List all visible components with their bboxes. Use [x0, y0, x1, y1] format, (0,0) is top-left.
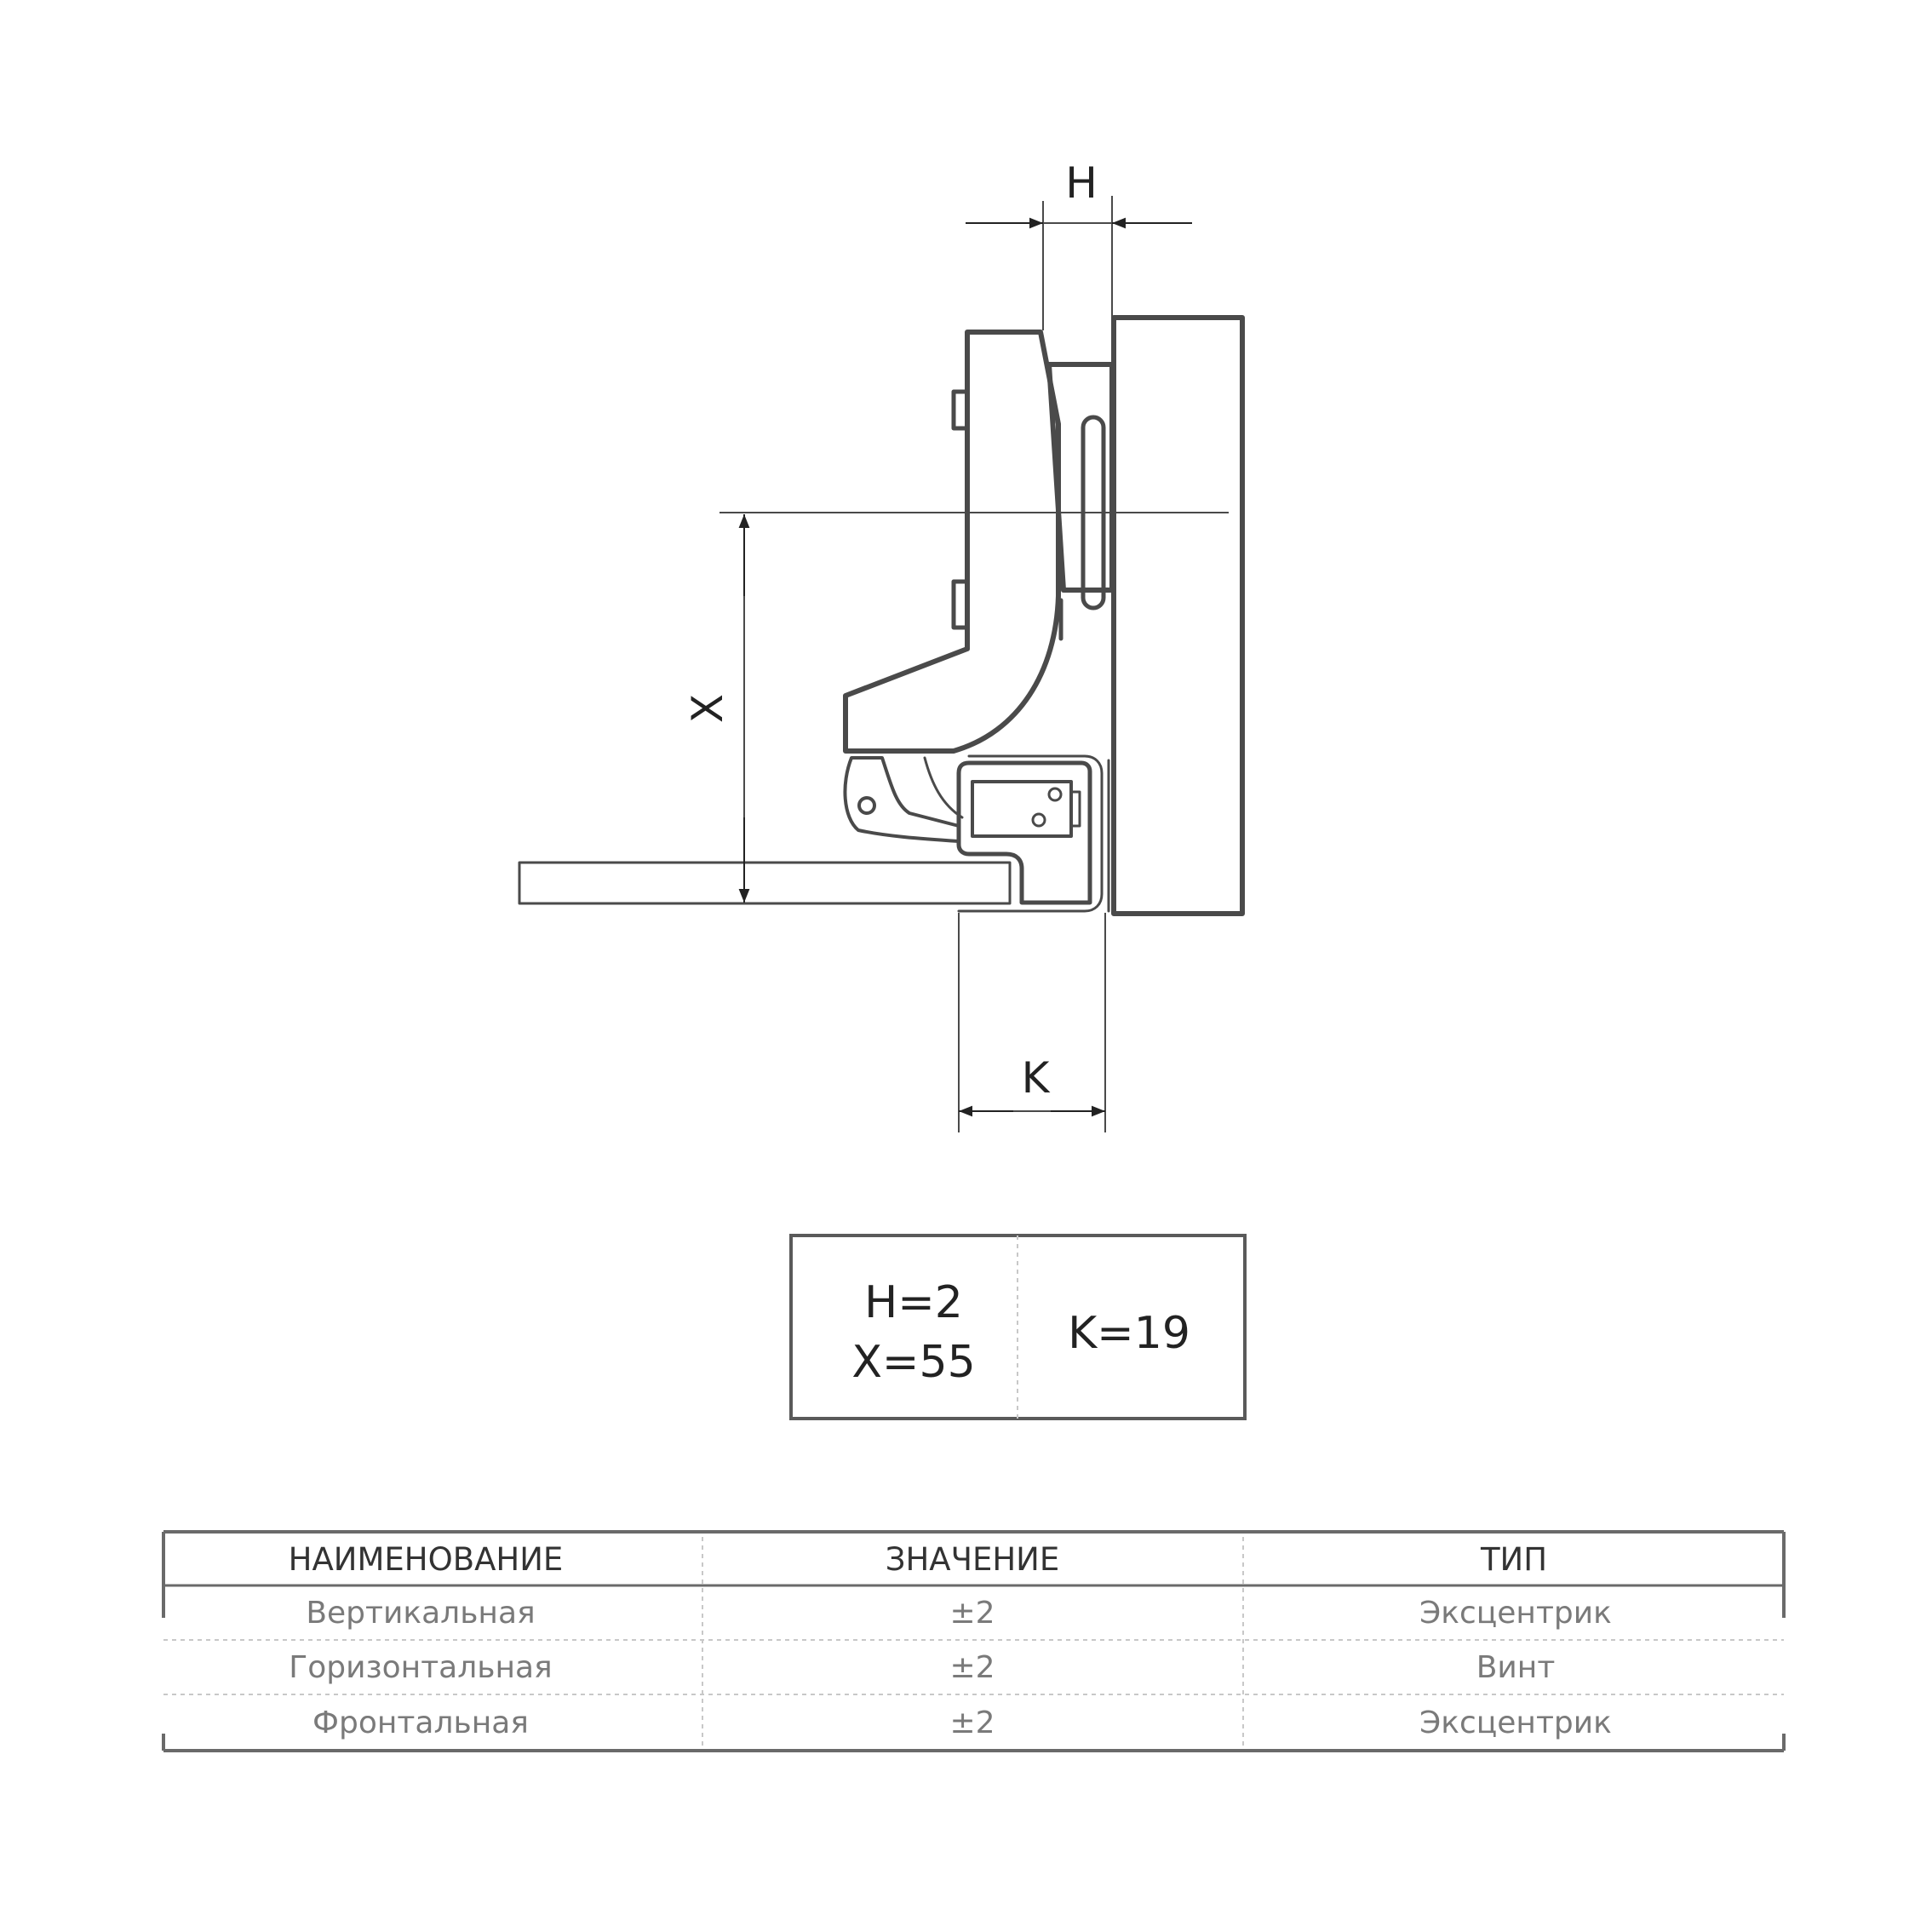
table-header-name: НАИМЕНОВАНИЕ [289, 1541, 564, 1578]
mounting-plate-outer [957, 754, 1104, 913]
x-dimension-label: X [683, 694, 732, 723]
knuckle-link [923, 756, 964, 819]
table-header-value: ЗНАЧЕНИЕ [886, 1541, 1059, 1578]
table-cell-row3-type: Эксцентрик [1419, 1706, 1612, 1740]
knuckle-pin [857, 796, 876, 815]
x-value: X=55 [851, 1337, 975, 1388]
table-cell-row3-value: ±2 [949, 1706, 995, 1740]
k-value: K=19 [1068, 1308, 1190, 1359]
table-cell-row1-value: ±2 [949, 1596, 995, 1631]
hinge-arm [843, 330, 1061, 754]
screw-hole-1 [1047, 787, 1063, 802]
arm-tab-top [951, 389, 970, 431]
cabinet-side-wall [518, 861, 1012, 905]
adjustment-table: НАИМЕНОВАНИЕ ЗНАЧЕНИЕ ТИП Вертикальная ±… [162, 1530, 1786, 1752]
mounting-plate [956, 760, 1092, 905]
door-panel [1111, 315, 1245, 916]
k-dimension-label: K [1022, 1053, 1051, 1103]
table-cell-row1-name: Вертикальная [306, 1596, 535, 1631]
block-nub [1069, 790, 1081, 828]
hinge-knuckle [843, 756, 960, 843]
arm-tab-bottom [951, 579, 970, 630]
h-value: H=2 [864, 1277, 963, 1328]
table-cell-row2-type: Винт [1476, 1650, 1556, 1685]
table-header-type: ТИП [1480, 1541, 1547, 1578]
table-cell-row2-value: ±2 [949, 1650, 995, 1685]
table-cell-row1-type: Эксцентрик [1419, 1596, 1612, 1631]
table-cell-row2-name: Горизонтальная [289, 1650, 552, 1685]
cup-plate [1046, 362, 1115, 593]
hinge-drawing [518, 315, 1245, 916]
table-cell-row3-name: Фронтальная [312, 1706, 529, 1740]
screw-hole-2 [1031, 812, 1046, 828]
values-box: H=2 X=55 K=19 [789, 1234, 1247, 1420]
dimension-lines [719, 196, 1229, 1132]
h-dimension-label: H [1065, 158, 1098, 208]
